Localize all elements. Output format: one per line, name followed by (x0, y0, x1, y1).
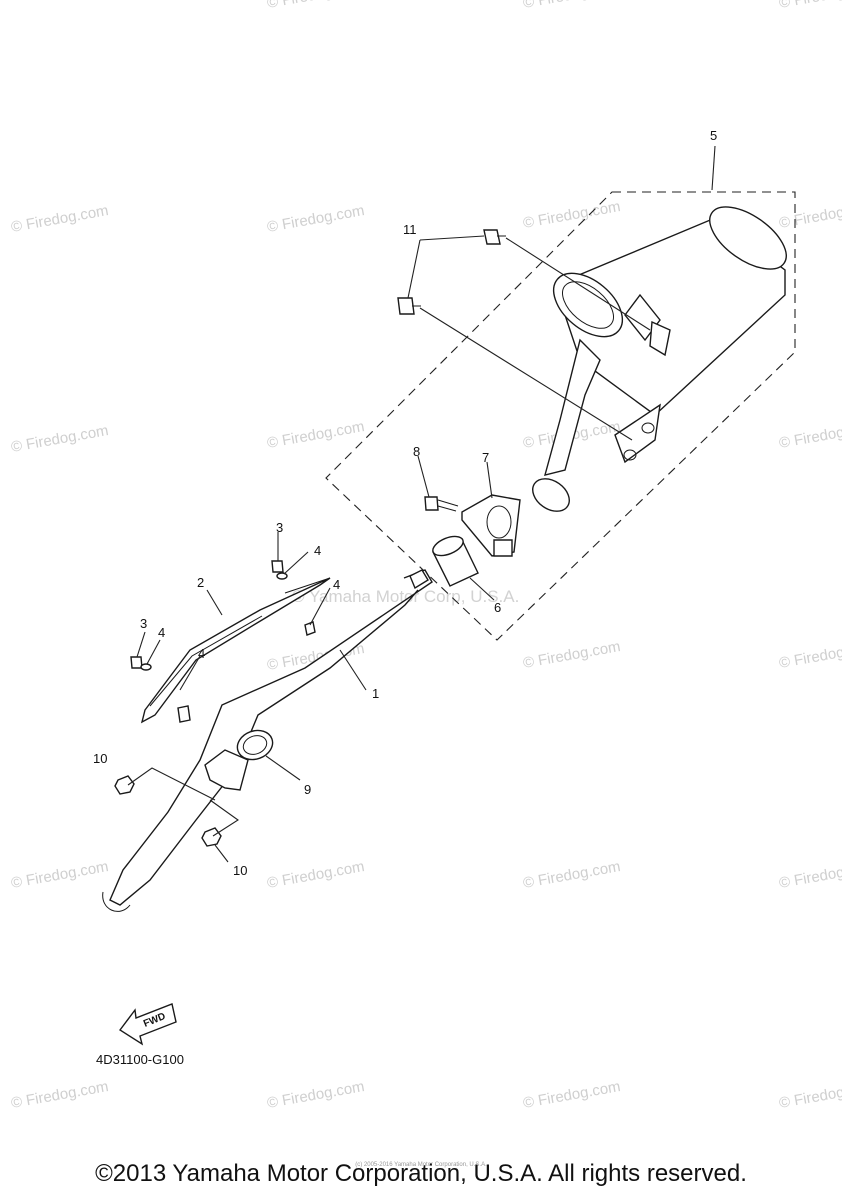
gasket-9 (236, 729, 274, 761)
washer-4-upper (276, 572, 288, 580)
watermark: © Firedog.com (522, 638, 622, 672)
callout-3: 3 (276, 520, 283, 535)
watermark-layer: © Firedog.com © Firedog.com © Firedog.co… (10, 0, 842, 1112)
leader-6 (469, 577, 495, 601)
tiny-copyright: (c) 2005-2016 Yamaha Motor Corporation, … (355, 1162, 487, 1168)
leader-7 (486, 461, 493, 499)
exhaust-flange (204, 749, 249, 791)
washer-4-lower (140, 663, 152, 671)
watermark: © Firedog.com (266, 858, 366, 892)
bolt-11-lower (397, 297, 421, 315)
copyright-footer: ©2013 Yamaha Motor Corporation, U.S.A. A… (95, 1160, 747, 1187)
watermark: © Firedog.com (778, 858, 842, 892)
watermark: © Firedog.com (266, 0, 366, 12)
leader-4b (309, 587, 331, 626)
watermark: © Firedog.com (266, 202, 366, 236)
callout-4: 4 (314, 543, 321, 558)
callout-2: 2 (197, 575, 204, 590)
watermark: © Firedog.com (266, 1078, 366, 1112)
exhaust-pipe (102, 569, 433, 912)
bolt-8 (424, 496, 459, 512)
bolt-11-upper (483, 229, 506, 245)
watermark: © Firedog.com (10, 422, 110, 456)
watermark: © Firedog.com (522, 1078, 622, 1112)
leader-10b (209, 799, 239, 863)
washer-4-right (304, 621, 316, 636)
screw-3-lower (130, 656, 143, 669)
watermark: © Firedog.com (10, 858, 110, 892)
callout-4: 4 (333, 577, 340, 592)
watermark: © Firedog.com (778, 638, 842, 672)
leader-8 (417, 455, 430, 498)
muffler (532, 206, 787, 512)
nut-10-upper (114, 775, 135, 795)
callout-3: 3 (140, 616, 147, 631)
callout-4: 4 (198, 646, 205, 661)
callout-8: 8 (413, 444, 420, 459)
watermark: © Firedog.com (778, 1078, 842, 1112)
leader-4c (146, 639, 161, 665)
muffler-assembly-outline (325, 191, 796, 641)
callout-9: 9 (304, 782, 311, 797)
watermark: © Firedog.com (522, 0, 622, 12)
clamp-7 (461, 494, 521, 557)
leader-11 (407, 235, 651, 441)
callout-6: 6 (494, 600, 501, 615)
callout-1: 1 (372, 686, 379, 701)
screw-3-upper (271, 560, 284, 573)
leader-1 (339, 649, 367, 691)
leader-5 (711, 145, 716, 191)
diagram-code: 4D31100-G100 (96, 1052, 184, 1067)
washer-4-bottom (177, 705, 191, 723)
callout-7: 7 (482, 450, 489, 465)
leader-10a (127, 767, 216, 801)
callout-10: 10 (93, 751, 107, 766)
watermark: © Firedog.com (778, 418, 842, 452)
gasket-6 (432, 535, 479, 587)
leader-3b (136, 631, 146, 658)
center-watermark: © Yamaha Motor Corp, U.S.A. (292, 587, 519, 606)
heat-protector (140, 577, 331, 724)
callout-11: 11 (403, 222, 417, 237)
nut-10-lower (201, 827, 222, 847)
watermark: © Firedog.com (10, 1078, 110, 1112)
leader-2 (206, 589, 223, 616)
watermark: © Firedog.com (522, 198, 622, 232)
callout-10: 10 (233, 863, 247, 878)
watermark: © Firedog.com (266, 418, 366, 452)
fwd-arrow-icon: FWD (118, 1003, 177, 1046)
leader-4a (283, 551, 309, 575)
leader-4d (179, 655, 201, 691)
watermark: © Firedog.com (522, 858, 622, 892)
callout-4: 4 (158, 625, 165, 640)
watermark: © Firedog.com (778, 0, 842, 12)
watermark: © Firedog.com (778, 198, 842, 232)
watermark: © Firedog.com (10, 202, 110, 236)
leader-9 (265, 755, 301, 781)
callout-5: 5 (710, 128, 717, 143)
